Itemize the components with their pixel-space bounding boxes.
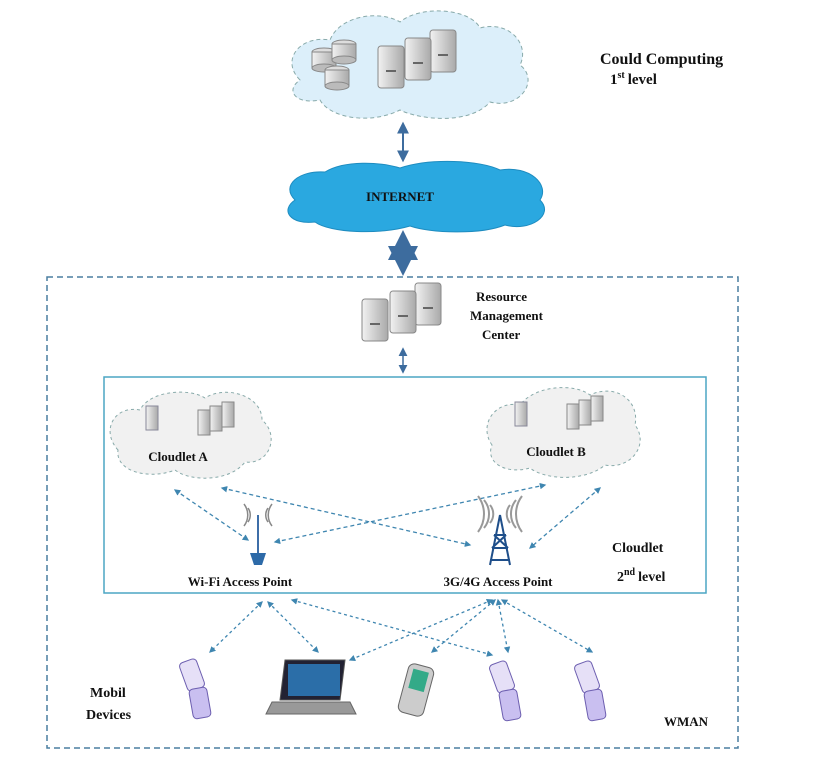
mobile-phone-icon bbox=[572, 659, 607, 722]
device-links bbox=[209, 598, 594, 661]
cloudlet-b-cloud bbox=[486, 387, 641, 478]
cloud-computing-title: Could Computing bbox=[600, 51, 723, 68]
mobile-phone-icon bbox=[487, 659, 522, 722]
mobile-phone-icon bbox=[177, 657, 212, 720]
cloudlet-b-label: Cloudlet B bbox=[526, 444, 586, 459]
cloudlet-links bbox=[173, 482, 601, 549]
cloudlet-boundary bbox=[103, 376, 707, 594]
cloudlet-a-label: Cloudlet A bbox=[148, 449, 208, 464]
wman-boundary bbox=[46, 276, 739, 749]
internet-cloud bbox=[287, 160, 546, 233]
resource-server-icon bbox=[361, 282, 442, 342]
wifi-access-point-icon bbox=[243, 503, 273, 565]
cell-tower-icon bbox=[477, 495, 523, 566]
cell-ap-label: 3G/4G Access Point bbox=[443, 574, 553, 589]
cloudlet-a-cloud bbox=[109, 391, 272, 479]
wifi-ap-label: Wi-Fi Access Point bbox=[188, 574, 293, 589]
wman-label: WMAN bbox=[664, 714, 709, 729]
cloudlet-b-servers-icon bbox=[514, 395, 604, 430]
pda-icon bbox=[397, 663, 435, 717]
cloudlet-a-servers-icon bbox=[145, 401, 235, 436]
laptop-icon bbox=[265, 659, 357, 715]
internet-label: INTERNET bbox=[366, 189, 434, 204]
cloudlet-level-title: Cloudlet bbox=[612, 541, 664, 556]
